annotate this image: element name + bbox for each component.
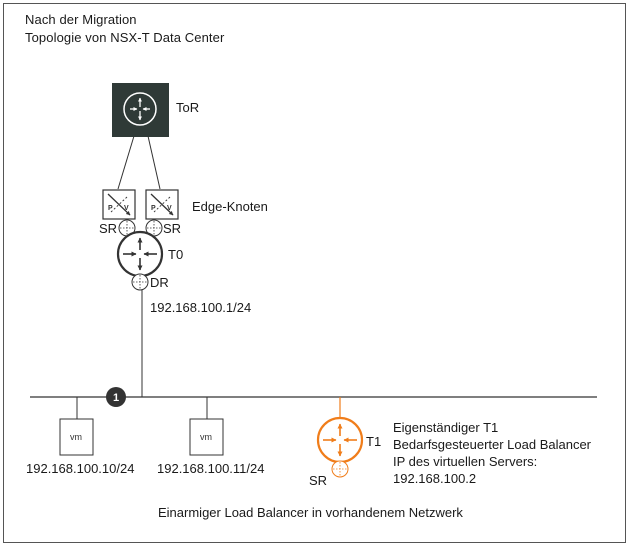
dr-label: DR [150,275,169,290]
t1-info-line-2: Bedarfsgesteuerter Load Balancer [393,437,592,452]
t0-router-icon [116,230,164,278]
edge-nodes-label: Edge-Knoten [192,199,268,214]
tor-router-icon [112,83,169,137]
sr-left-icon [118,219,136,237]
footer-caption: Einarmiger Load Balancer in vorhandenem … [158,505,463,520]
title-line-2: Topologie von NSX-T Data Center [25,30,225,45]
t1-label: T1 [366,434,382,449]
uplink-ip-label: 192.168.100.1/24 [150,300,252,315]
vm1-ip-label: 192.168.100.10/24 [26,461,135,476]
t1-info-line-1: Eigenständiger T1 [393,420,499,435]
pv-v-left: V [124,205,129,212]
edge-node-left-icon: P V [102,189,136,220]
vm2-icon: vm [189,418,224,456]
edge-node-right-icon: P V [145,189,179,220]
pv-v-right: V [167,205,172,212]
pv-p-right: P [151,205,156,212]
sr-right-label: SR [163,221,182,236]
diagram-frame [3,3,626,543]
tor-label: ToR [176,100,200,115]
link-tor-edge-right [147,135,161,190]
dr-icon [131,273,149,291]
segment-marker: 1 [106,387,126,407]
title-line-1: Nach der Migration [25,12,137,27]
vm1-label: vm [70,432,82,442]
link-tor-edge-left [117,135,135,190]
sr-left-label: SR [99,221,118,236]
vm2-ip-label: 192.168.100.11/24 [157,461,265,476]
pv-p-left: P [108,205,113,212]
vm2-label: vm [200,432,212,442]
t1-sr-icon [331,460,349,478]
t1-info-line-4: 192.168.100.2 [393,471,477,486]
t1-sr-label: SR [309,473,328,488]
segment-marker-number: 1 [113,392,119,404]
t0-label: T0 [168,247,184,262]
vm1-icon: vm [59,418,94,456]
t1-router-icon [316,416,364,464]
t1-info-line-3: IP des virtuellen Servers: [393,454,538,469]
